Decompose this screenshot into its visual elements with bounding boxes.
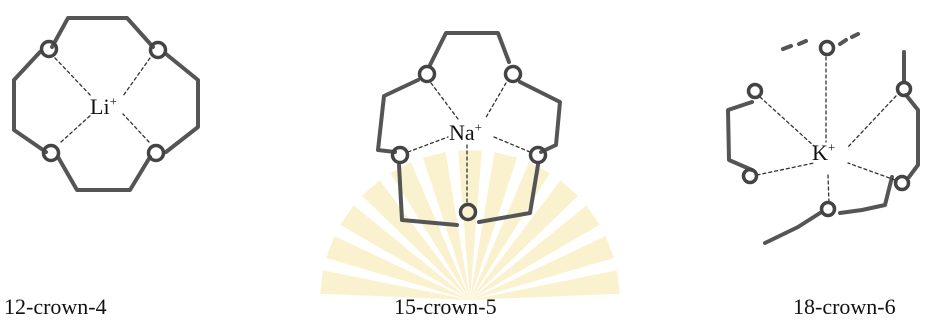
cation-charge: + bbox=[109, 93, 117, 109]
oxygen-atom bbox=[41, 143, 61, 163]
oxygen-atom bbox=[503, 64, 523, 84]
crown-12-4-cation: Li+ bbox=[90, 94, 117, 120]
caption-15-crown-5: 15-crown-5 bbox=[394, 294, 497, 319]
watermark-ray bbox=[470, 205, 600, 300]
watermark-ray bbox=[470, 270, 620, 300]
oxygen-atom bbox=[741, 167, 759, 185]
oxygen-atom bbox=[895, 80, 913, 98]
crown-12-4-molecule bbox=[12, 16, 200, 192]
watermark-ray bbox=[470, 152, 518, 300]
oxygen-atom bbox=[148, 40, 168, 60]
crown-12-4-ring-bonds bbox=[12, 16, 200, 192]
oxygen-atom bbox=[458, 202, 478, 222]
watermark-sunburst bbox=[320, 150, 620, 300]
cation-symbol: K bbox=[812, 140, 828, 165]
crown-18-6-ring-bonds bbox=[726, 32, 920, 245]
crown-18-6-oxygen-atoms bbox=[741, 39, 913, 218]
watermark-ray bbox=[390, 162, 470, 300]
caption-12-crown-4: 12-crown-4 bbox=[4, 294, 107, 319]
oxygen-atom bbox=[818, 39, 836, 57]
cation-charge: + bbox=[827, 139, 836, 155]
watermark-ray bbox=[458, 150, 482, 300]
oxygen-atom bbox=[39, 39, 59, 59]
oxygen-atom bbox=[746, 82, 764, 100]
crown-18-6-molecule bbox=[726, 32, 920, 245]
crown-15-5-cation: Na+ bbox=[449, 120, 482, 146]
crown-15-5-coordination-bonds bbox=[407, 82, 531, 205]
oxygen-atom bbox=[893, 174, 911, 192]
oxygen-atom bbox=[819, 200, 837, 218]
watermark-ray bbox=[470, 180, 578, 300]
crown-18-6-coordination-bonds bbox=[756, 56, 897, 205]
crown-12-4-oxygen-atoms bbox=[39, 39, 168, 163]
cation-charge: + bbox=[474, 119, 482, 135]
watermark-ray bbox=[470, 236, 614, 300]
watermark-ray bbox=[470, 162, 550, 300]
cation-symbol: Na bbox=[449, 120, 475, 145]
crown-15-5-oxygen-atoms bbox=[390, 64, 548, 222]
crown-12-4-coordination-bonds bbox=[54, 57, 151, 143]
watermark-ray bbox=[320, 270, 470, 300]
watermark-ray bbox=[362, 180, 470, 300]
watermark-ray bbox=[340, 205, 470, 300]
oxygen-atom bbox=[390, 145, 410, 165]
oxygen-atom bbox=[528, 145, 548, 165]
oxygen-atom bbox=[417, 64, 437, 84]
crown-18-6-cation: K+ bbox=[812, 140, 835, 166]
watermark-ray bbox=[326, 236, 470, 300]
oxygen-atom bbox=[146, 143, 166, 163]
crown-15-5-molecule bbox=[376, 31, 562, 227]
crown-15-5-ring-bonds bbox=[376, 31, 562, 227]
caption-18-crown-6: 18-crown-6 bbox=[793, 294, 896, 319]
cation-symbol: Li bbox=[90, 94, 110, 119]
